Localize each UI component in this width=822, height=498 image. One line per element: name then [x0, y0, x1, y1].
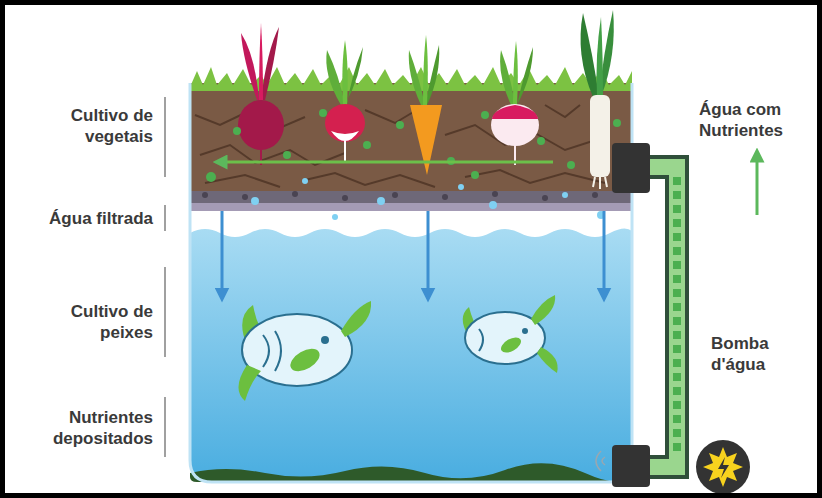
soil-bed	[190, 83, 632, 191]
soil-flow-arrow	[220, 162, 553, 163]
beet	[238, 23, 284, 165]
tank-outline	[190, 83, 632, 482]
carrot	[409, 35, 442, 175]
part-label: Nutrientes depositados	[41, 407, 153, 449]
up-arrow	[757, 155, 758, 215]
return-pipe	[596, 143, 677, 487]
solar-pump	[696, 440, 750, 493]
fish	[463, 295, 558, 373]
part-label: Cultivo de vegetais	[41, 105, 153, 147]
part-label: Água filtrada	[21, 208, 153, 229]
fish	[238, 301, 371, 401]
part-label: Água com Nutrientes	[699, 99, 809, 141]
part-label: Cultivo de peixes	[41, 301, 153, 343]
radish	[325, 40, 365, 163]
fish-tank-water	[190, 210, 632, 482]
label-bars	[164, 97, 166, 457]
down-arrows	[222, 211, 604, 295]
bacteria-dots	[206, 109, 621, 182]
leek	[581, 10, 614, 189]
part-label: Bomba d'água	[711, 333, 801, 375]
gravel-layer	[190, 189, 632, 211]
turnip	[491, 41, 539, 165]
